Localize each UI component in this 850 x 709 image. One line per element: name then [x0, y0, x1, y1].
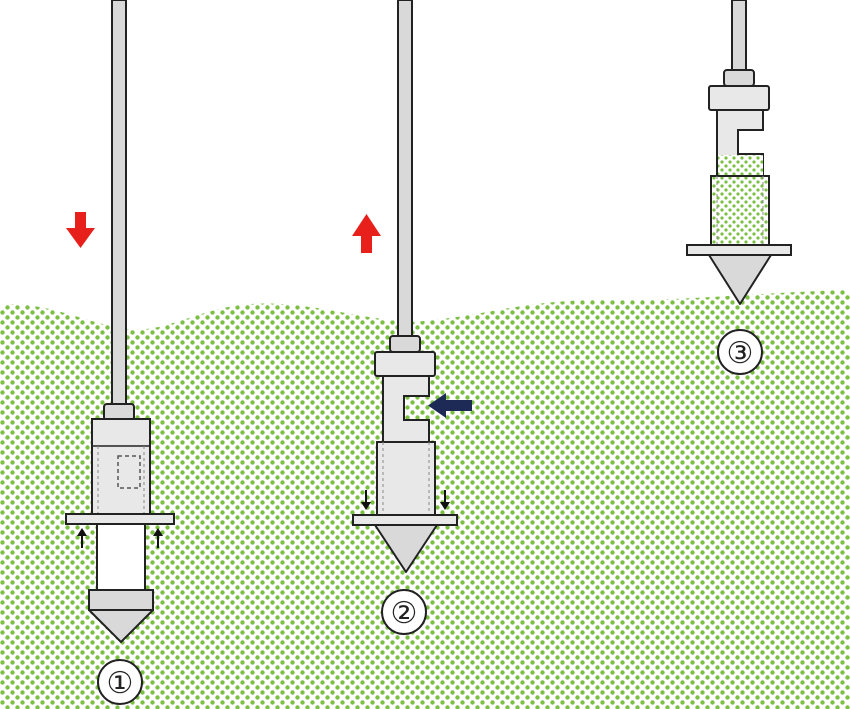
head-2: [374, 351, 436, 377]
sleeve-3: [710, 175, 770, 247]
captured-soil-notch: [718, 155, 763, 176]
small-up-arrow-icon: [77, 528, 87, 548]
cone-tip-3: [708, 254, 772, 305]
cone-tip-1: [88, 609, 154, 643]
svg-text:③: ③: [727, 336, 754, 371]
sampler-body-1: [91, 418, 151, 516]
flange-3: [686, 244, 792, 256]
extended-tube-1: [96, 523, 146, 591]
sampler-step-2: ②: [352, 0, 472, 635]
head-3: [708, 85, 770, 111]
rod-3: [731, 0, 747, 73]
cone-collar-1: [88, 589, 154, 611]
small-down-arrow-icon: [440, 490, 450, 510]
flange-1: [65, 513, 175, 525]
navy-left-arrow-icon: [428, 393, 472, 418]
sleeve-2: [376, 441, 436, 517]
rod-2: [397, 0, 413, 339]
flange-2: [352, 514, 458, 526]
inner-chamber-1: [117, 455, 141, 489]
sampler-step-1: ①: [65, 0, 175, 705]
small-down-arrow-icon: [361, 490, 371, 510]
rod-1: [111, 0, 127, 407]
step-label-2: ②: [381, 589, 427, 635]
small-up-arrow-icon: [153, 528, 163, 548]
step-label-3: ③: [717, 329, 763, 375]
svg-text:①: ①: [107, 666, 134, 701]
red-up-arrow-icon: [352, 214, 381, 253]
step-label-1: ①: [97, 659, 143, 705]
cone-tip-2: [374, 524, 438, 573]
red-down-arrow-icon: [66, 212, 95, 248]
coupling-3: [723, 69, 755, 87]
coupling-1: [103, 403, 135, 421]
svg-text:②: ②: [391, 596, 418, 631]
coupling-2: [389, 335, 421, 353]
sampler-step-3: ③: [686, 0, 792, 375]
